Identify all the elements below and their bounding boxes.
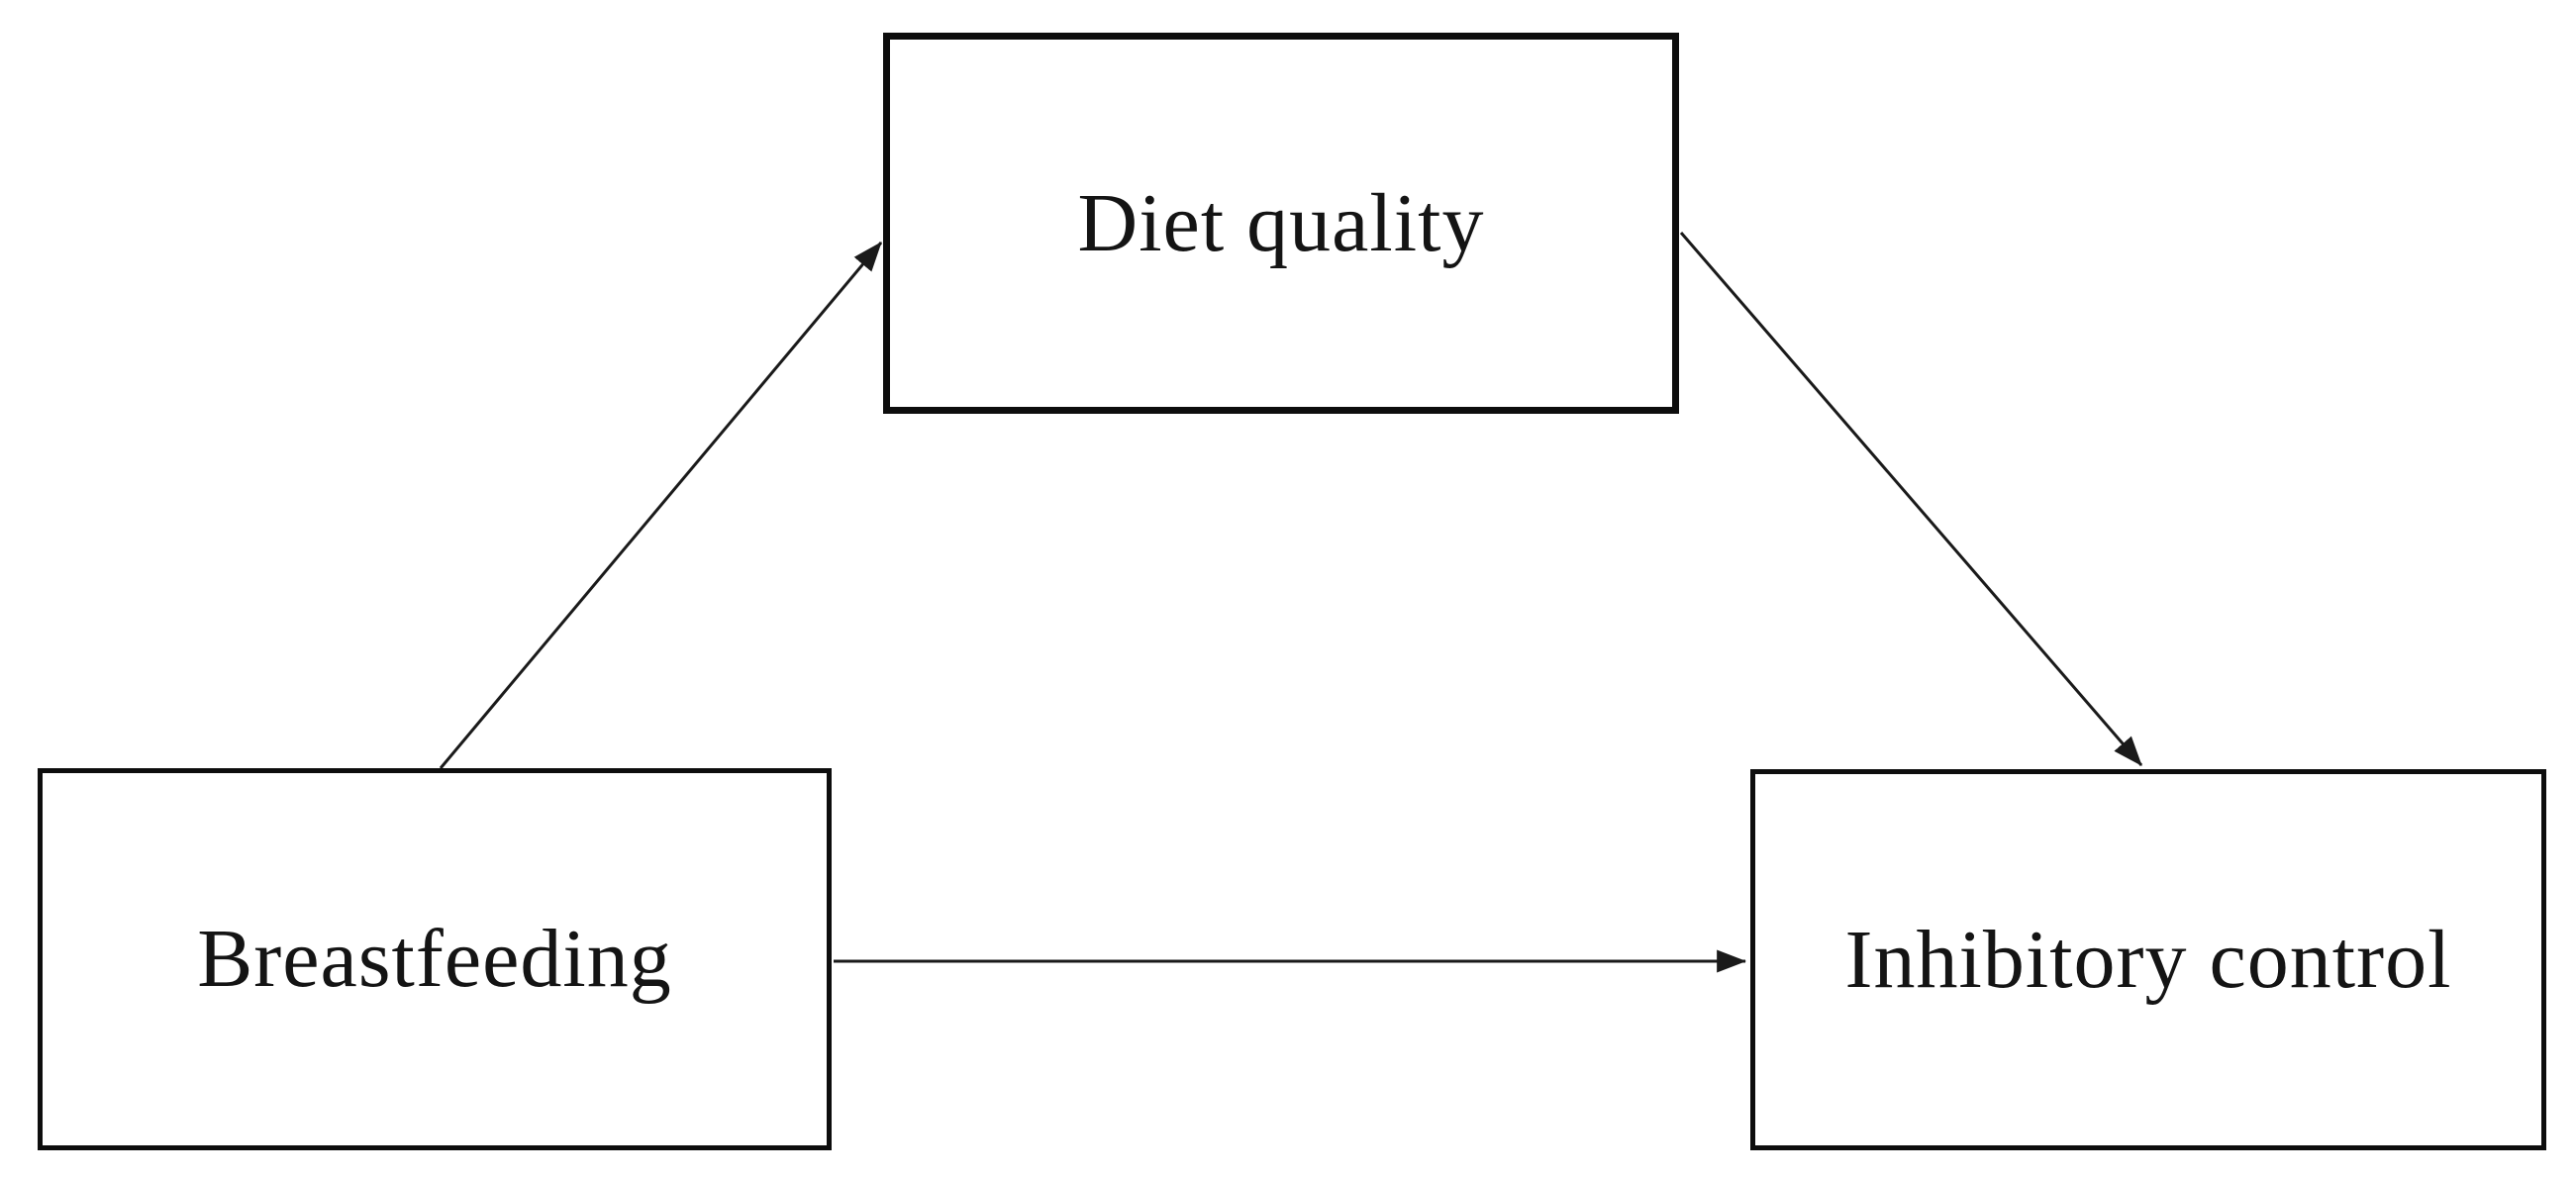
outcome-box-label: Inhibitory control	[1844, 913, 2452, 1006]
predictor-box: Breastfeeding	[38, 768, 832, 1150]
mediator-box-label: Diet quality	[1077, 176, 1485, 269]
arrow-mediator-to-outcome	[1679, 232, 2143, 766]
predictor-box-label: Breastfeeding	[197, 913, 672, 1005]
mediator-box: Diet quality	[883, 33, 1679, 414]
arrow-predictor-to-mediator	[439, 242, 883, 769]
outcome-box: Inhibitory control	[1750, 769, 2546, 1150]
